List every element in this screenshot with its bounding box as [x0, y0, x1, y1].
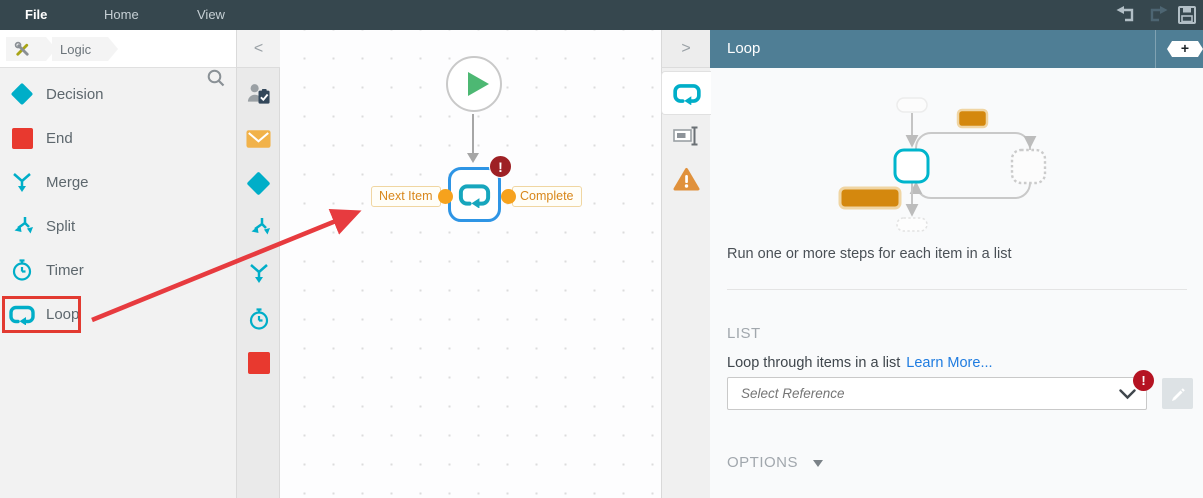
sidebar-item-label: End — [46, 129, 73, 147]
panel-body — [710, 68, 1203, 498]
toolstrip-decision-icon[interactable] — [246, 171, 271, 196]
list-label-row: Loop through items in a list Learn More..… — [727, 355, 993, 371]
caret-down-icon — [813, 460, 824, 467]
sidebar-item-timer[interactable]: Timer — [0, 248, 236, 292]
edit-reference-button[interactable] — [1162, 378, 1193, 409]
collapse-left-button[interactable]: < — [236, 30, 280, 68]
undo-icon[interactable] — [1116, 5, 1140, 25]
toolstrip-merge-icon[interactable] — [246, 260, 271, 285]
next-item-port-label: Next Item — [371, 186, 441, 207]
right-port-dot[interactable] — [501, 189, 516, 204]
search-icon[interactable] — [206, 68, 226, 88]
flow-connector — [472, 114, 474, 154]
stopwatch-icon — [9, 257, 35, 283]
loop-icon — [9, 301, 35, 327]
breadcrumb-root[interactable] — [6, 37, 56, 61]
list-field-label: Loop through items in a list — [727, 355, 901, 371]
toolstrip-email-icon[interactable] — [246, 126, 271, 151]
sidebar-item-end[interactable]: End — [0, 116, 236, 160]
end-square-icon — [9, 125, 35, 151]
node-error-badge: ! — [489, 155, 512, 178]
tab-warnings[interactable] — [672, 166, 700, 192]
panel-header: Loop + — [710, 30, 1203, 68]
list-section-heading: LIST — [727, 325, 761, 342]
tab-loop[interactable] — [661, 71, 711, 115]
rename-icon — [672, 126, 697, 146]
save-icon[interactable] — [1176, 5, 1200, 25]
loop-icon — [458, 183, 491, 208]
breadcrumb-crumb-logic[interactable]: Logic — [52, 37, 118, 61]
toolstrip-split-icon[interactable] — [246, 214, 271, 239]
sidebar-item-label: Merge — [46, 173, 89, 191]
pencil-icon — [1172, 388, 1185, 401]
select-reference-dropdown[interactable] — [727, 377, 1147, 410]
tab-rename[interactable] — [672, 123, 700, 149]
menu-view[interactable]: View — [197, 7, 225, 22]
flow-connector-arrowhead — [467, 153, 479, 163]
sidebar-item-loop[interactable]: Loop — [0, 292, 236, 336]
redo-icon[interactable] — [1146, 5, 1170, 25]
toolstrip-timer-icon[interactable] — [246, 306, 271, 331]
title-bar: File Home View — [0, 0, 1203, 30]
breadcrumb-label: Logic — [60, 41, 92, 57]
panel-title: Loop — [727, 40, 761, 57]
sidebar-item-merge[interactable]: Merge — [0, 160, 236, 204]
options-heading: OPTIONS — [727, 454, 799, 471]
loop-node[interactable] — [448, 167, 501, 222]
chevron-down-icon[interactable] — [1119, 389, 1136, 400]
sidebar-item-split[interactable]: Split — [0, 204, 236, 248]
left-port-dot[interactable] — [438, 189, 453, 204]
split-arrows-icon — [9, 213, 35, 239]
step-description: Run one or more steps for each item in a… — [727, 246, 1012, 262]
learn-more-link[interactable]: Learn More... — [906, 355, 993, 371]
sidebar-item-label: Timer — [46, 261, 84, 279]
menu-home[interactable]: Home — [104, 7, 139, 22]
select-reference-input[interactable] — [729, 379, 1119, 408]
panel-header-divider — [1155, 30, 1156, 68]
breadcrumb: Logic — [0, 30, 236, 87]
add-button[interactable]: + — [1167, 41, 1203, 57]
decision-diamond-icon — [9, 81, 35, 107]
toolstrip-end-icon[interactable] — [246, 350, 271, 375]
sidebar-item-label: Loop — [46, 305, 80, 323]
toolstrip-assignment-icon[interactable] — [246, 81, 271, 106]
start-node[interactable] — [446, 56, 502, 112]
sidebar-item-decision[interactable]: Decision — [0, 72, 236, 116]
warning-triangle-icon — [673, 167, 699, 190]
tools-icon — [14, 41, 31, 58]
menu-file[interactable]: File — [25, 7, 48, 22]
sidebar-item-label: Decision — [46, 85, 104, 103]
options-section-header[interactable]: OPTIONS — [727, 454, 824, 471]
play-icon — [468, 72, 489, 96]
complete-port-label: Complete — [512, 186, 582, 207]
sidebar-item-label: Split — [46, 217, 76, 235]
collapse-right-button[interactable]: > — [661, 30, 710, 68]
loop-icon — [672, 83, 701, 105]
toolbox-sidebar: Decision End Merge Split Timer Loop — [0, 68, 236, 498]
merge-arrows-icon — [9, 169, 35, 195]
dropdown-error-badge: ! — [1133, 370, 1154, 391]
section-divider — [727, 289, 1187, 290]
